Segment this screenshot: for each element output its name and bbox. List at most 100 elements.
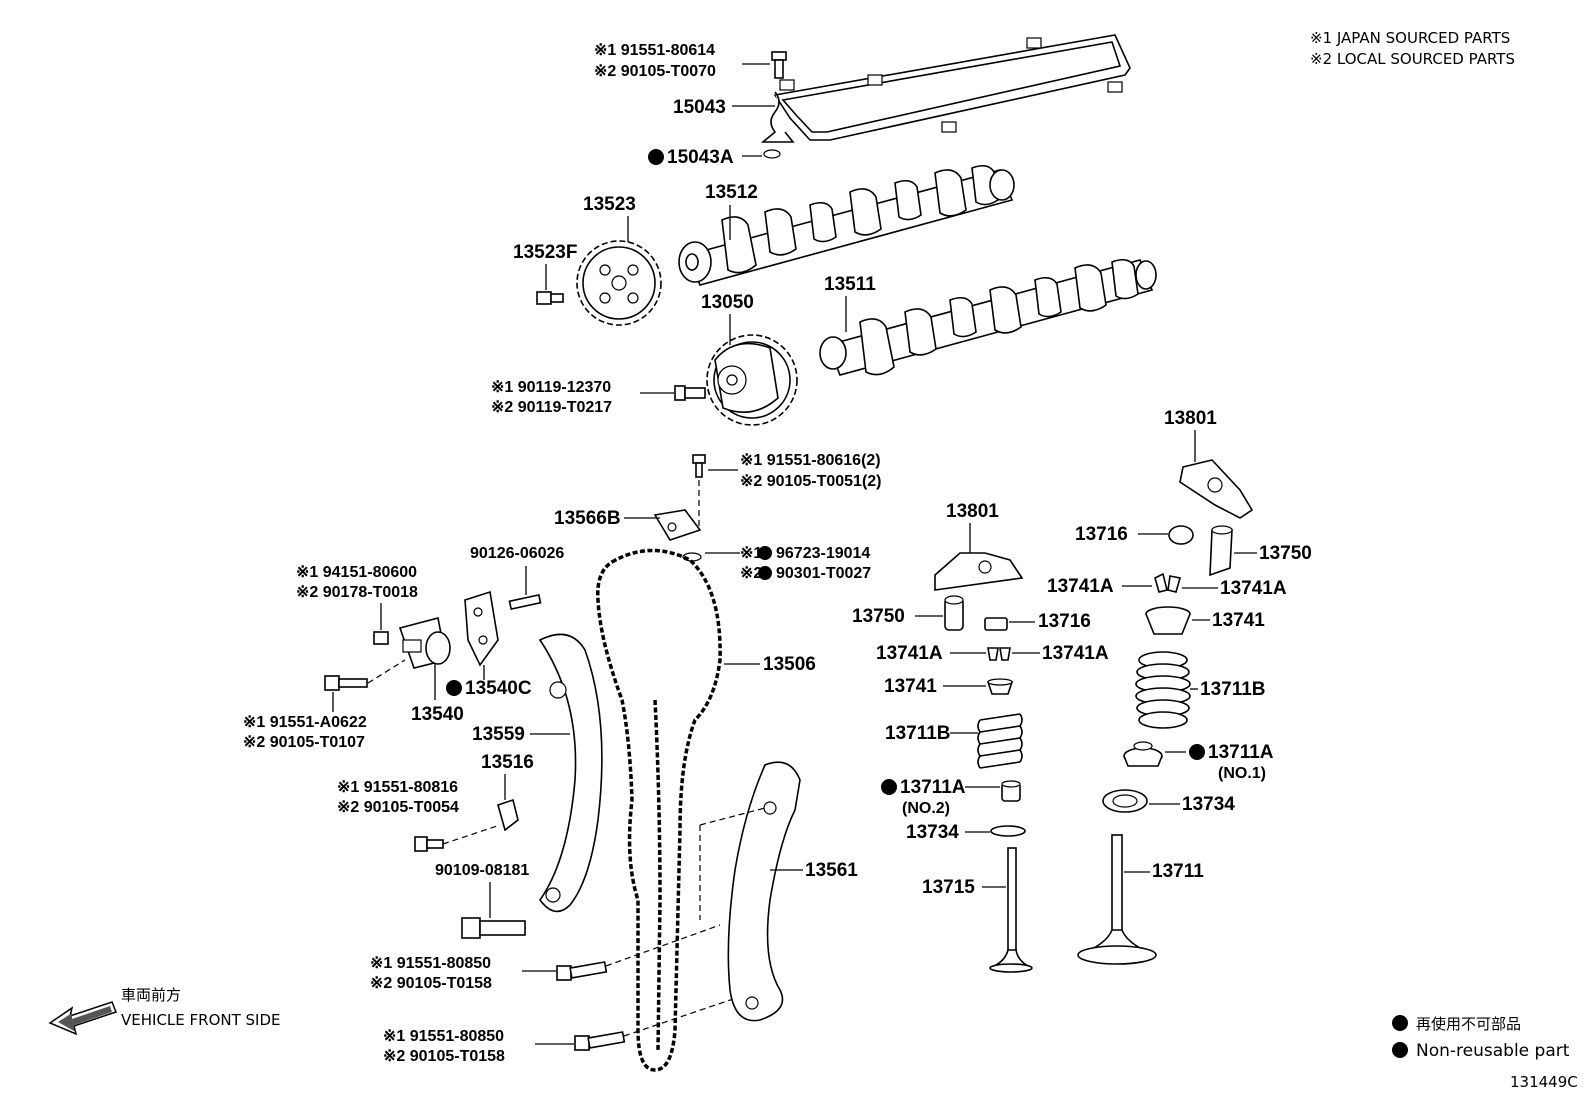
bolt-damper: [414, 836, 444, 852]
callout-13523: 13523: [583, 194, 636, 215]
nut: [373, 631, 389, 645]
camshaft-13512: [678, 164, 1015, 286]
callout-bolt-damper-2: ※2 90105-T0054: [337, 799, 459, 816]
callout-13711a-left-sub: (NO.2): [902, 800, 950, 817]
rocker-arm-13801-left: [934, 552, 1024, 591]
retainer-13741-left: [986, 678, 1014, 695]
camshaft-13511: [819, 258, 1157, 376]
callout-13734-left: 13734: [906, 822, 959, 843]
keepers-13741a-right: [1154, 572, 1182, 593]
bolt-tensioner: [324, 675, 368, 691]
stud-bolt: [508, 594, 542, 610]
spring-13711b-right: [1135, 651, 1191, 729]
washer-13734-left: [990, 825, 1026, 837]
callout-13711a-right: 13711A: [1208, 742, 1274, 763]
callout-13741-left: 13741: [884, 676, 937, 697]
keepers-13741a-left: [987, 647, 1011, 661]
pivot-bolt: [461, 917, 526, 939]
tensioner-13540: [398, 617, 451, 669]
seal-13711a-left: [1001, 780, 1021, 802]
bolt-guide: [692, 454, 706, 478]
callout-13050: 13050: [701, 292, 754, 313]
cover-gasket: [773, 34, 1131, 141]
legend-non-reusable-jp: 再使用不可部品: [1416, 1015, 1521, 1033]
callout-bolt-damper-1: ※1 91551-80816: [337, 779, 458, 796]
callout-13559: 13559: [472, 724, 525, 745]
callout-13711a-left: 13711A: [900, 777, 966, 798]
legend-dot-icon: [1392, 1042, 1408, 1058]
callout-13741a-l2: 13741A: [1042, 643, 1109, 664]
callout-13734-right: 13734: [1182, 794, 1235, 815]
non-reusable-dot: [648, 149, 664, 165]
callout-bolt-a-2: ※2 90105-T0158: [370, 975, 492, 992]
callout-13750-right: 13750: [1259, 543, 1312, 564]
non-reusable-dot: [758, 546, 772, 560]
damper-13516: [497, 798, 519, 832]
callout-13516: 13516: [481, 752, 534, 773]
callout-bolt-tens-2: ※2 90105-T0107: [243, 734, 365, 751]
guide-13561: [699, 761, 801, 1022]
bolt-bottom-b: [574, 1031, 626, 1051]
callout-13716-left: 13716: [1038, 611, 1091, 632]
sprocket-13523: [576, 240, 662, 326]
part-15043: [760, 91, 795, 143]
callout-13711b-left: 13711B: [885, 723, 951, 744]
callout-15043a: 15043A: [667, 147, 734, 168]
legend-local-sourced: ※2 LOCAL SOURCED PARTS: [1310, 50, 1515, 68]
lash-adjuster-13750-left: [944, 595, 964, 631]
callout-13711a-right-sub: (NO.1): [1218, 765, 1266, 782]
callout-bolt-vvt-2: ※2 90119-T0217: [491, 399, 612, 416]
callout-bolt-top-1: ※1 91551-80614: [594, 42, 715, 59]
valve-13711: [1077, 834, 1157, 965]
figure-id: 131449C: [1510, 1073, 1578, 1091]
callout-oring-2-pn: 90301-T0027: [776, 565, 871, 582]
callout-13715: 13715: [922, 877, 975, 898]
washer-13734-right: [1102, 789, 1148, 813]
legend-non-reusable-en: Non-reusable part: [1416, 1041, 1570, 1061]
callout-13506: 13506: [763, 654, 816, 675]
callout-13540c: 13540C: [465, 678, 532, 699]
non-reusable-dot: [1189, 744, 1205, 760]
callout-bolt-b-1: ※1 91551-80850: [383, 1028, 504, 1045]
callout-13750-left: 13750: [852, 606, 905, 627]
slipper-13559: [538, 633, 603, 913]
callout-nut-2: ※2 90178-T0018: [296, 584, 418, 601]
vvt-gear-13050: [706, 334, 798, 426]
callout-bolt-guide-2: ※2 90105-T0051(2): [740, 473, 882, 490]
non-reusable-dot: [881, 779, 897, 795]
callout-bolt-b-2: ※2 90105-T0158: [383, 1048, 505, 1065]
callout-13540: 13540: [411, 704, 464, 725]
callout-13741a-r1: 13741A: [1047, 576, 1114, 597]
lash-adjuster-13750-right: [1209, 525, 1233, 577]
callout-bolt-a-1: ※1 91551-80850: [370, 955, 491, 972]
seal-13711a-right: [1123, 741, 1163, 767]
bolt-vvt: [674, 385, 706, 401]
callout-bolt-tens-1: ※1 91551-A0622: [243, 714, 367, 731]
callout-13711b-right: 13711B: [1200, 679, 1266, 700]
non-reusable-dot: [758, 566, 772, 580]
spring-13711b-left: [977, 713, 1023, 769]
callout-nut-1: ※1 94151-80600: [296, 564, 417, 581]
legend-dot-icon: [1392, 1015, 1408, 1031]
callout-pivot: 90109-08181: [435, 862, 529, 879]
callout-13741-right: 13741: [1212, 610, 1265, 631]
timing-chain-13506: [596, 548, 722, 1072]
callout-13523f: 13523F: [513, 242, 577, 263]
bolt-bottom-a: [556, 961, 608, 981]
callout-13716-right: 13716: [1075, 524, 1128, 545]
vehicle-front-arrow-icon: [48, 1001, 117, 1036]
callout-13561: 13561: [805, 860, 858, 881]
callout-bolt-vvt-1: ※1 90119-12370: [491, 379, 611, 396]
callout-13711: 13711: [1152, 861, 1204, 882]
gasket-13540c: [464, 590, 499, 667]
callout-bolt-guide-1: ※1 91551-80616(2): [740, 452, 881, 469]
rocker-arm-13801-right: [1179, 459, 1254, 519]
legend-japan-sourced: ※1 JAPAN SOURCED PARTS: [1310, 29, 1510, 47]
callout-13741a-r2: 13741A: [1220, 578, 1287, 599]
callout-13566b: 13566B: [554, 508, 621, 529]
callout-oring-1: ※1: [740, 545, 762, 562]
direction-jp: 車両前方: [121, 986, 181, 1004]
direction-en: VEHICLE FRONT SIDE: [121, 1011, 281, 1029]
bolt-top: [771, 51, 787, 79]
